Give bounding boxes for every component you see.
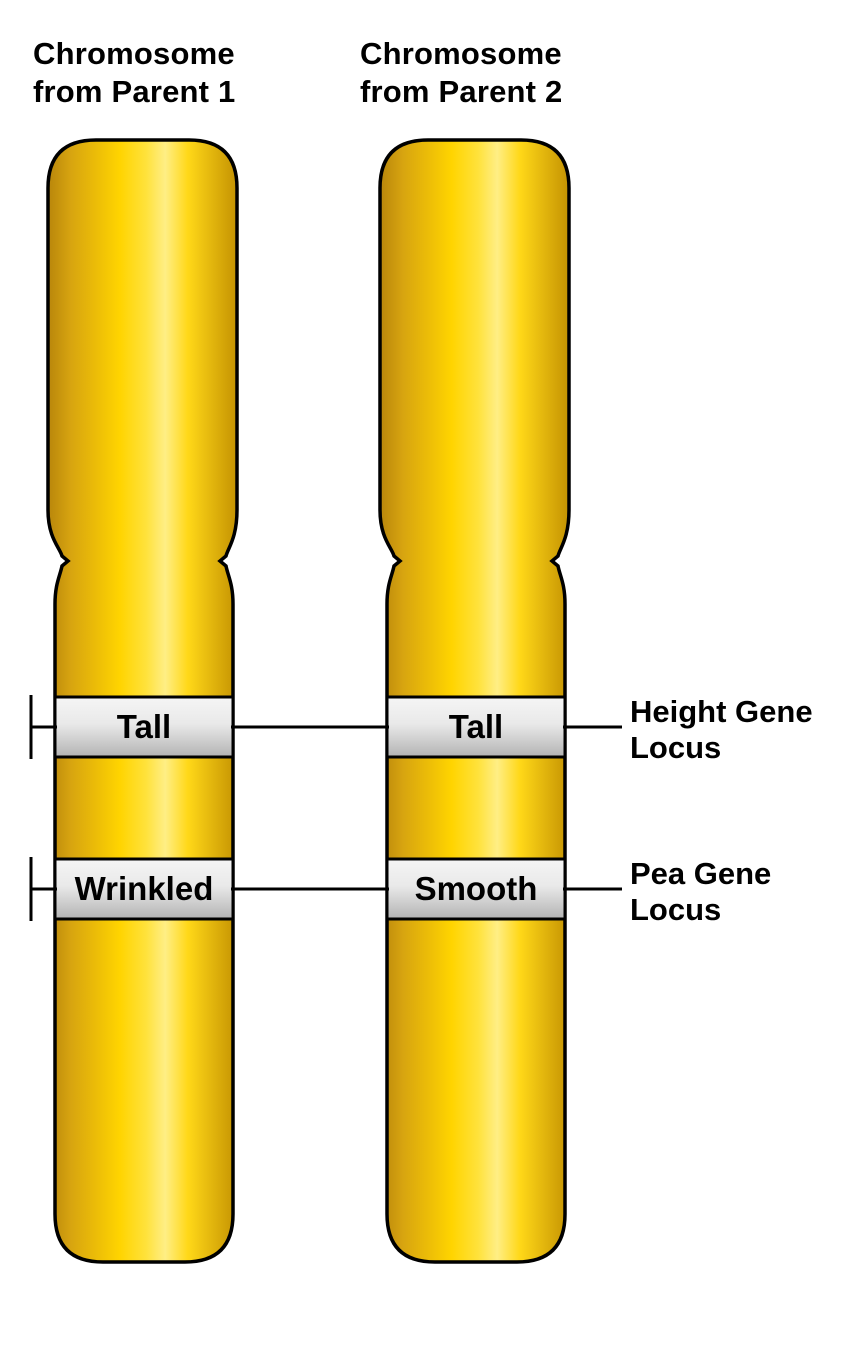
allele-label-pea-chromosome-1: Wrinkled [74,870,214,907]
pea-gene-locus-label: Pea Gene Locus [630,856,772,927]
allele-label-height-chromosome-2: Tall [448,708,504,745]
allele-label-pea-chromosome-2: Smooth [414,870,538,907]
chromosome-2-title: Chromosome from Parent 2 [360,36,563,109]
allele-label-height-chromosome-1: Tall [116,708,172,745]
chromosome-1-title: Chromosome from Parent 1 [33,36,236,109]
height-gene-locus-label: Height Gene Locus [630,694,813,765]
